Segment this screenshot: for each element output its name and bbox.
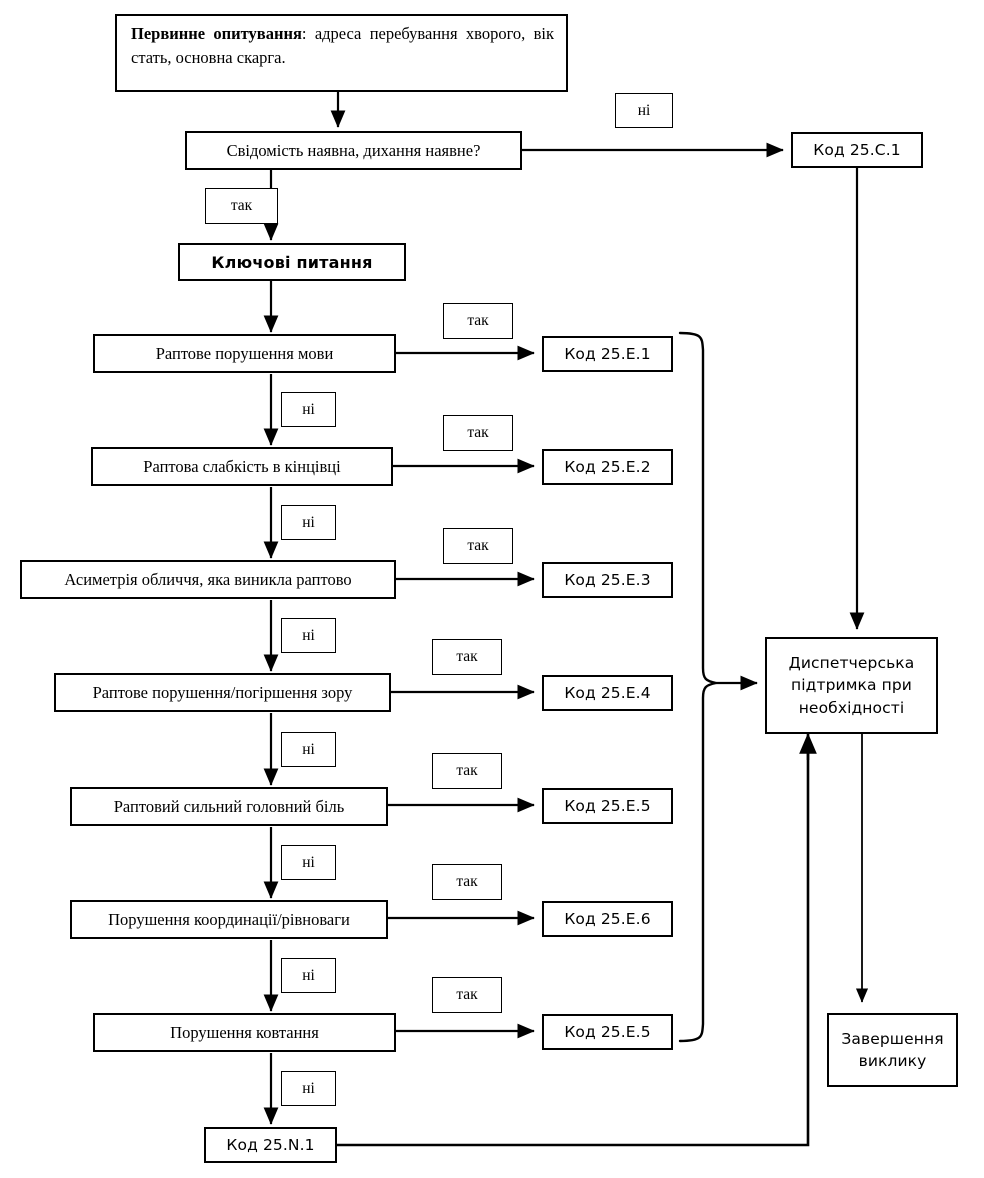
edge-label-text: так (230, 197, 253, 214)
triage-question-label: Свідомість наявна, дихання наявне? (226, 140, 481, 160)
code-box-7: Код 25.E.5 (542, 1014, 673, 1050)
edge-label-yes-1: так (443, 303, 513, 339)
code-box-final: Код 25.N.1 (204, 1127, 337, 1163)
edge-label-triage-yes: так (205, 188, 278, 224)
code-box-label: Код 25.E.3 (564, 570, 651, 589)
question-label: Порушення координації/рівноваги (108, 909, 350, 929)
edge-label-text: ні (302, 853, 315, 871)
question-box-5: Раптовий сильний головний біль (70, 787, 388, 826)
edge-label-text: так (456, 986, 478, 1003)
edge-label-no-1: ні (281, 392, 336, 427)
code-box-label: Код 25.E.1 (564, 344, 651, 363)
code-box-3: Код 25.E.3 (542, 562, 673, 598)
edge-label-text: ні (302, 740, 315, 758)
question-box-7: Порушення ковтання (93, 1013, 396, 1052)
edge-label-no-3: ні (281, 618, 336, 653)
triage-question-box: Свідомість наявна, дихання наявне? (185, 131, 522, 170)
edge-label-text: ні (302, 626, 315, 644)
intake-label-bold: Первинне опитування (131, 24, 302, 43)
edge-label-no-6: ні (281, 958, 336, 993)
edge-label-no-4: ні (281, 732, 336, 767)
code-box-2: Код 25.E.2 (542, 449, 673, 485)
code-box-6: Код 25.E.6 (542, 901, 673, 937)
question-box-6: Порушення координації/рівноваги (70, 900, 388, 939)
question-label: Раптове порушення/погіршення зору (92, 682, 353, 702)
edge-label-triage-no: ні (615, 93, 673, 128)
key-questions-box: Ключові питання (178, 243, 406, 281)
intake-box: Первинне опитування: адреса перебування … (115, 14, 568, 92)
edge-label-text: ні (302, 1079, 315, 1097)
dispatch-support-label: Диспетчерська підтримка при необхідності (788, 653, 915, 717)
edge-label-text: так (467, 537, 489, 554)
code-box-label: Код 25.N.1 (226, 1135, 315, 1154)
question-label: Раптове порушення мови (155, 343, 334, 363)
code-box-label: Код 25.E.5 (564, 796, 651, 815)
code-box-label: Код 25.C.1 (813, 140, 901, 159)
question-label: Порушення ковтання (170, 1022, 319, 1042)
code-box-1: Код 25.E.1 (542, 336, 673, 372)
edge-label-text: так (467, 312, 489, 329)
edge-label-no-7: ні (281, 1071, 336, 1106)
edge-label-text: ні (302, 513, 315, 531)
code-box-5: Код 25.E.5 (542, 788, 673, 824)
dispatch-support-box: Диспетчерська підтримка при необхідності (765, 637, 938, 734)
edge-label-yes-6: так (432, 864, 502, 900)
edge-label-text: ні (302, 400, 315, 418)
code-box-label: Код 25.E.6 (564, 909, 651, 928)
question-label: Раптова слабкість в кінцівці (143, 456, 341, 476)
call-end-box: Завершення виклику (827, 1013, 958, 1087)
code-box-4: Код 25.E.4 (542, 675, 673, 711)
edge-label-text: так (456, 648, 478, 665)
call-end-label: Завершення виклику (841, 1029, 944, 1070)
key-questions-label: Ключові питання (211, 252, 373, 272)
code-box-label: Код 25.E.4 (564, 683, 651, 702)
question-label: Раптовий сильний головний біль (113, 796, 345, 816)
edge-label-yes-2: так (443, 415, 513, 451)
question-box-3: Асиметрія обличчя, яка виникла раптово (20, 560, 396, 599)
edge-label-no-2: ні (281, 505, 336, 540)
code-box-label: Код 25.E.2 (564, 457, 651, 476)
edge-label-yes-5: так (432, 753, 502, 789)
edge-label-text: так (456, 762, 478, 779)
edge-label-text: так (467, 424, 489, 441)
question-box-1: Раптове порушення мови (93, 334, 396, 373)
code-box-critical: Код 25.C.1 (791, 132, 923, 168)
edge-label-yes-4: так (432, 639, 502, 675)
edge-label-text: так (456, 873, 478, 890)
intake-label-rest: : адреса перебування хворого, вік стать,… (131, 24, 555, 67)
question-box-2: Раптова слабкість в кінцівці (91, 447, 393, 486)
edge-label-yes-3: так (443, 528, 513, 564)
code-box-label: Код 25.E.5 (564, 1022, 651, 1041)
question-box-4: Раптове порушення/погіршення зору (54, 673, 391, 712)
edge-label-yes-7: так (432, 977, 502, 1013)
question-label: Асиметрія обличчя, яка виникла раптово (64, 569, 352, 589)
edge-label-text: ні (302, 966, 315, 984)
edge-label-no-5: ні (281, 845, 336, 880)
edge-label-text: ні (637, 101, 651, 119)
